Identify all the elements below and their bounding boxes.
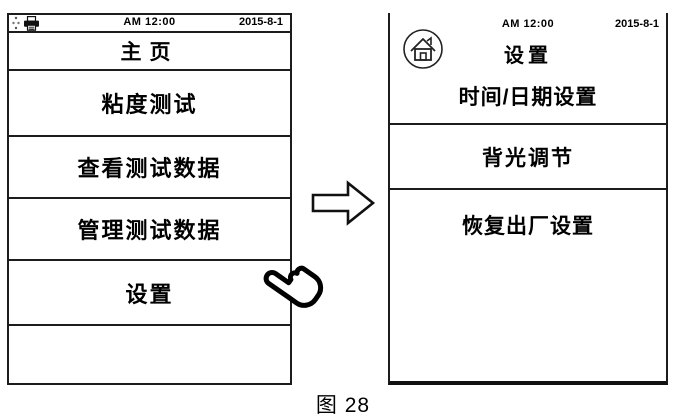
settings-screen: AM 12:00 2015-8-1 设置 时间/日期设置 背光调节 恢复出厂设置 xyxy=(388,13,668,385)
connector-dots-icon xyxy=(12,16,20,30)
home-icon xyxy=(403,29,443,69)
menu-item-viscosity-test[interactable]: 粘度测试 xyxy=(9,69,290,135)
menu-item-settings[interactable]: 设置 xyxy=(9,259,290,324)
printer-icon xyxy=(24,15,39,31)
menu-item-factory-reset[interactable]: 恢复出厂设置 xyxy=(462,215,594,238)
menu-item-backlight-adjust[interactable]: 背光调节 xyxy=(390,125,666,190)
statusbar-icons xyxy=(12,15,40,31)
left-statusbar: AM 12:00 2015-8-1 xyxy=(9,15,290,31)
page-title-settings: 设置 xyxy=(504,45,552,67)
menu-item-time-date-settings[interactable]: 时间/日期设置 xyxy=(458,86,598,109)
menu-item-manage-test-data[interactable]: 管理测试数据 xyxy=(9,197,290,259)
right-block-arrow-icon xyxy=(311,180,376,226)
left-status-time: AM 12:00 xyxy=(123,16,176,28)
settings-header: AM 12:00 2015-8-1 设置 时间/日期设置 xyxy=(390,13,666,125)
home-screen: AM 12:00 2015-8-1 主页 粘度测试 查看测试数据 管理测试数据 … xyxy=(7,13,292,385)
figure-caption: 图 28 xyxy=(315,394,371,417)
home-button[interactable] xyxy=(402,28,444,70)
right-statusbar: AM 12:00 2015-8-1 xyxy=(390,17,666,31)
page-title-home: 主页 xyxy=(9,31,290,69)
left-status-date: 2015-8-1 xyxy=(238,16,283,28)
right-status-time: AM 12:00 xyxy=(501,18,555,30)
right-status-date: 2015-8-1 xyxy=(614,18,659,30)
pointing-hand-icon xyxy=(263,265,324,308)
menu-row-empty xyxy=(9,324,290,383)
menu-item-view-test-data[interactable]: 查看测试数据 xyxy=(9,135,290,197)
